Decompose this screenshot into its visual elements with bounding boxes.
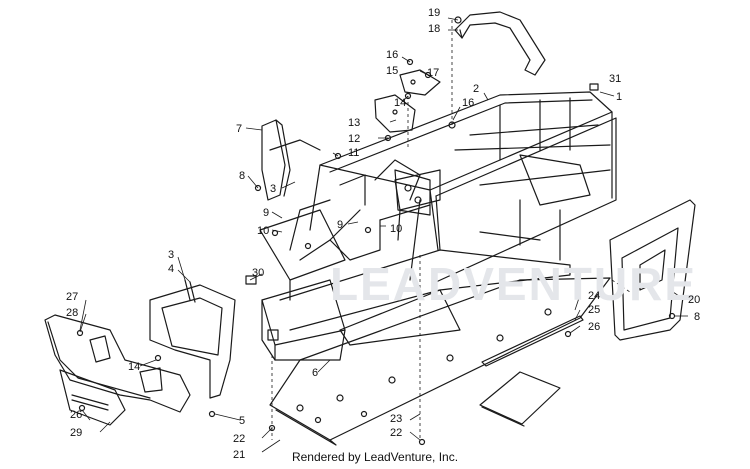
part-label-16[interactable]: 16 — [386, 49, 398, 61]
part-label-13[interactable]: 13 — [348, 117, 360, 129]
part-label-24[interactable]: 24 — [588, 290, 600, 302]
part-label-6[interactable]: 6 — [312, 367, 318, 379]
main-frame — [259, 91, 617, 361]
part-label-26[interactable]: 26 — [70, 409, 82, 421]
part-label-20[interactable]: 20 — [688, 294, 700, 306]
part-label-19[interactable]: 19 — [428, 7, 440, 19]
part-label-17[interactable]: 17 — [427, 67, 439, 79]
part-label-11[interactable]: 11 — [348, 147, 359, 159]
part-label-21[interactable]: 21 — [233, 449, 245, 461]
part-label-23[interactable]: 23 — [390, 413, 402, 425]
fasteners — [76, 16, 676, 446]
part-label-4[interactable]: 4 — [168, 263, 174, 275]
part-label-3[interactable]: 3 — [168, 249, 174, 261]
part-label-22[interactable]: 22 — [390, 427, 402, 439]
part-label-30[interactable]: 30 — [252, 267, 264, 279]
part-label-1[interactable]: 1 — [616, 91, 622, 103]
part-label-10[interactable]: 10 — [257, 225, 269, 237]
part-label-2[interactable]: 2 — [473, 83, 479, 95]
part-label-14[interactable]: 14 — [394, 97, 406, 109]
part-label-26[interactable]: 26 — [588, 321, 600, 333]
part-label-7[interactable]: 7 — [236, 123, 242, 135]
part-label-12[interactable]: 12 — [348, 133, 360, 145]
credit-text: Rendered by LeadVenture, Inc. — [291, 450, 459, 464]
part-label-27[interactable]: 27 — [66, 291, 78, 303]
part-label-9[interactable]: 9 — [263, 207, 269, 219]
part-label-3[interactable]: 3 — [270, 183, 276, 195]
part-label-9[interactable]: 9 — [337, 219, 343, 231]
front-upright-bracket — [261, 119, 321, 201]
watermark: LEADVENTURE — [330, 258, 697, 310]
radiator-guard — [149, 279, 236, 399]
leader-lines — [79, 17, 688, 453]
part-label-5[interactable]: 5 — [239, 415, 245, 427]
part-label-16[interactable]: 16 — [462, 97, 474, 109]
mid-bracket — [374, 94, 416, 133]
part-label-28[interactable]: 28 — [66, 307, 78, 319]
part-label-8[interactable]: 8 — [694, 311, 700, 323]
part-label-14[interactable]: 14 — [128, 361, 140, 373]
part-label-25[interactable]: 25 — [588, 304, 600, 316]
part-label-18[interactable]: 18 — [428, 23, 440, 35]
roll-bar-bracket — [454, 11, 546, 76]
seat-bracket — [394, 169, 431, 216]
part-label-31[interactable]: 31 — [609, 73, 621, 85]
part-label-15[interactable]: 15 — [386, 65, 398, 77]
part-label-22[interactable]: 22 — [233, 433, 245, 445]
upper-bracket — [399, 69, 441, 96]
part-label-10[interactable]: 10 — [390, 223, 402, 235]
front-bumper — [44, 314, 191, 426]
part-label-8[interactable]: 8 — [239, 170, 245, 182]
rear-skid-plate — [479, 371, 561, 427]
part-labels: 1 2 3 3 4 5 6 7 8 8 9 9 10 10 11 12 13 1… — [66, 7, 700, 461]
part-label-29[interactable]: 29 — [70, 427, 82, 439]
side-strip — [481, 315, 584, 367]
